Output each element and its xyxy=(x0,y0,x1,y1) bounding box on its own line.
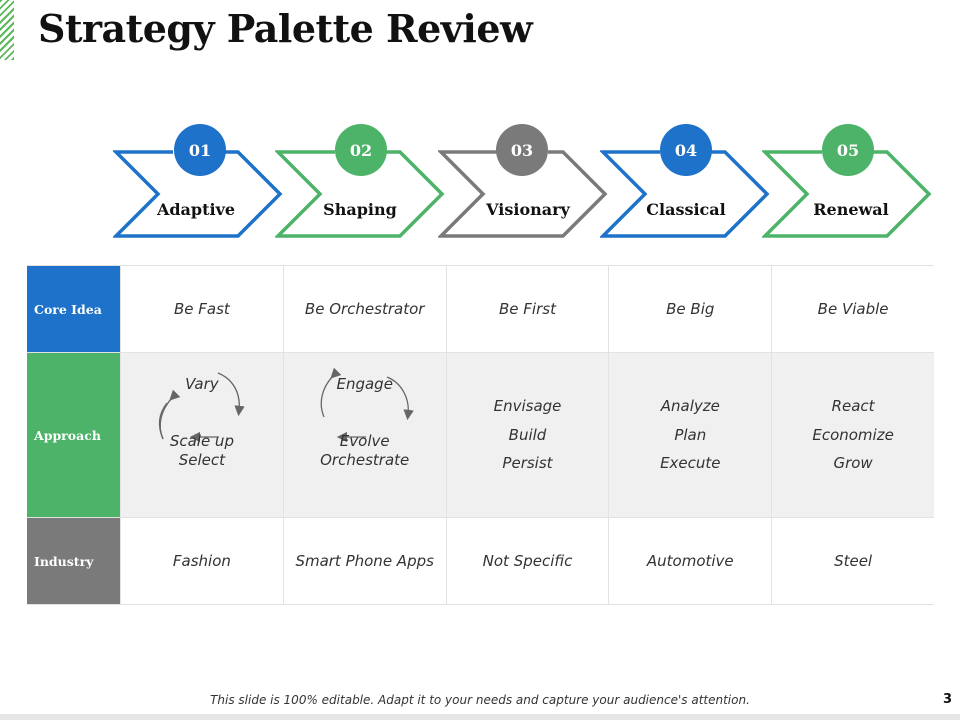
step-label: Shaping xyxy=(323,200,397,219)
table-cell: Automotive xyxy=(608,518,771,604)
step-visionary: 03 Visionary xyxy=(438,118,608,248)
cycle-top-text: Vary xyxy=(185,375,219,393)
table-cell: Smart Phone Apps xyxy=(282,518,446,604)
cell-line: React xyxy=(831,397,875,416)
cycle-bottom-text: Select xyxy=(178,451,226,469)
table-cell: Not Specific xyxy=(445,518,609,604)
table-cell: Steel xyxy=(771,518,934,604)
table-cell: Analyze Plan Execute xyxy=(608,353,771,517)
cycle-arrows-icon xyxy=(158,372,245,443)
table-cell: Be Viable xyxy=(771,266,934,352)
footer-note: This slide is 100% editable. Adapt it to… xyxy=(210,693,750,707)
cycle-bottom-text: Scale up xyxy=(169,432,234,450)
step-number-badge: 01 xyxy=(174,124,226,176)
table-cell: React Economize Grow xyxy=(771,353,934,517)
cell-line: Analyze xyxy=(660,397,720,416)
cycle-bottom-text: Orchestrate xyxy=(320,451,410,469)
cell-line: Execute xyxy=(660,454,721,473)
step-renewal: 05 Renewal xyxy=(762,118,932,248)
cycle-top-text: Engage xyxy=(336,375,393,393)
table-cell: Fashion xyxy=(120,518,283,604)
table-cell-cycle: Engage Evolve Orchestrate xyxy=(282,353,446,517)
cell-line: Plan xyxy=(674,425,707,444)
cycle-diagram: Vary Scale up Select xyxy=(121,353,283,517)
strategy-steps: 01 Adaptive 02 Shaping 03 Visionary 04 C… xyxy=(0,118,960,248)
table-row-core-idea: Core Idea Be Fast Be Orchestrator Be Fir… xyxy=(27,265,934,353)
table-cell: Envisage Build Persist xyxy=(445,353,609,517)
step-classical: 04 Classical xyxy=(600,118,770,248)
table-cell: Be First xyxy=(445,266,609,352)
step-adaptive: 01 Adaptive xyxy=(113,118,283,248)
page-number: 3 xyxy=(942,692,952,707)
step-shaping: 02 Shaping xyxy=(275,118,445,248)
row-header: Approach xyxy=(27,353,120,517)
row-header: Industry xyxy=(27,518,120,604)
slide-title: Strategy Palette Review xyxy=(38,6,533,51)
cycle-diagram: Engage Evolve Orchestrate xyxy=(284,353,446,517)
step-number-badge: 02 xyxy=(335,124,387,176)
cell-line: Economize xyxy=(812,425,894,444)
step-number-badge: 03 xyxy=(496,124,548,176)
cell-line: Grow xyxy=(833,454,873,473)
strategy-table: Core Idea Be Fast Be Orchestrator Be Fir… xyxy=(27,265,934,605)
step-label: Visionary xyxy=(486,200,570,219)
table-cell: Be Big xyxy=(608,266,771,352)
cycle-bottom-text: Evolve xyxy=(339,432,390,450)
step-label: Renewal xyxy=(813,200,889,219)
cell-line: Persist xyxy=(502,454,553,473)
bottom-bar xyxy=(0,714,960,720)
row-header: Core Idea xyxy=(27,266,120,352)
table-row-industry: Industry Fashion Smart Phone Apps Not Sp… xyxy=(27,518,934,605)
step-number-badge: 04 xyxy=(660,124,712,176)
accent-stripe xyxy=(0,0,14,60)
cell-line: Build xyxy=(508,425,547,444)
cell-line: Envisage xyxy=(493,397,562,416)
step-label: Adaptive xyxy=(156,200,236,219)
table-row-approach: Approach Vary Scale up xyxy=(27,353,934,518)
table-cell-cycle: Vary Scale up Select xyxy=(120,353,283,517)
cycle-arrows-icon xyxy=(320,367,414,443)
table-cell: Be Orchestrator xyxy=(282,266,446,352)
step-label: Classical xyxy=(646,200,726,219)
table-cell: Be Fast xyxy=(120,266,283,352)
step-number-badge: 05 xyxy=(822,124,874,176)
